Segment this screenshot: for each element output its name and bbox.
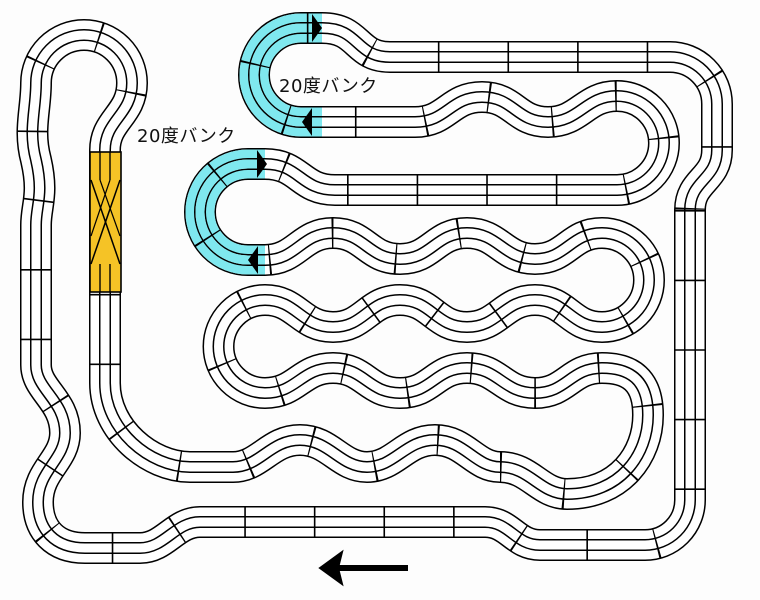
- arrow-left-icon: [318, 549, 408, 587]
- bank-marker-icon: [312, 14, 322, 42]
- bank-markers: [248, 14, 322, 274]
- crossover-section: [89, 151, 122, 293]
- bank-label-upper: 20度バンク: [279, 76, 378, 97]
- bank-marker-icon: [257, 150, 267, 178]
- bank-label-left: 20度バンク: [137, 126, 236, 147]
- track: [32, 28, 717, 548]
- bank-marker-icon: [302, 108, 312, 136]
- bank-marker-icon: [248, 246, 258, 274]
